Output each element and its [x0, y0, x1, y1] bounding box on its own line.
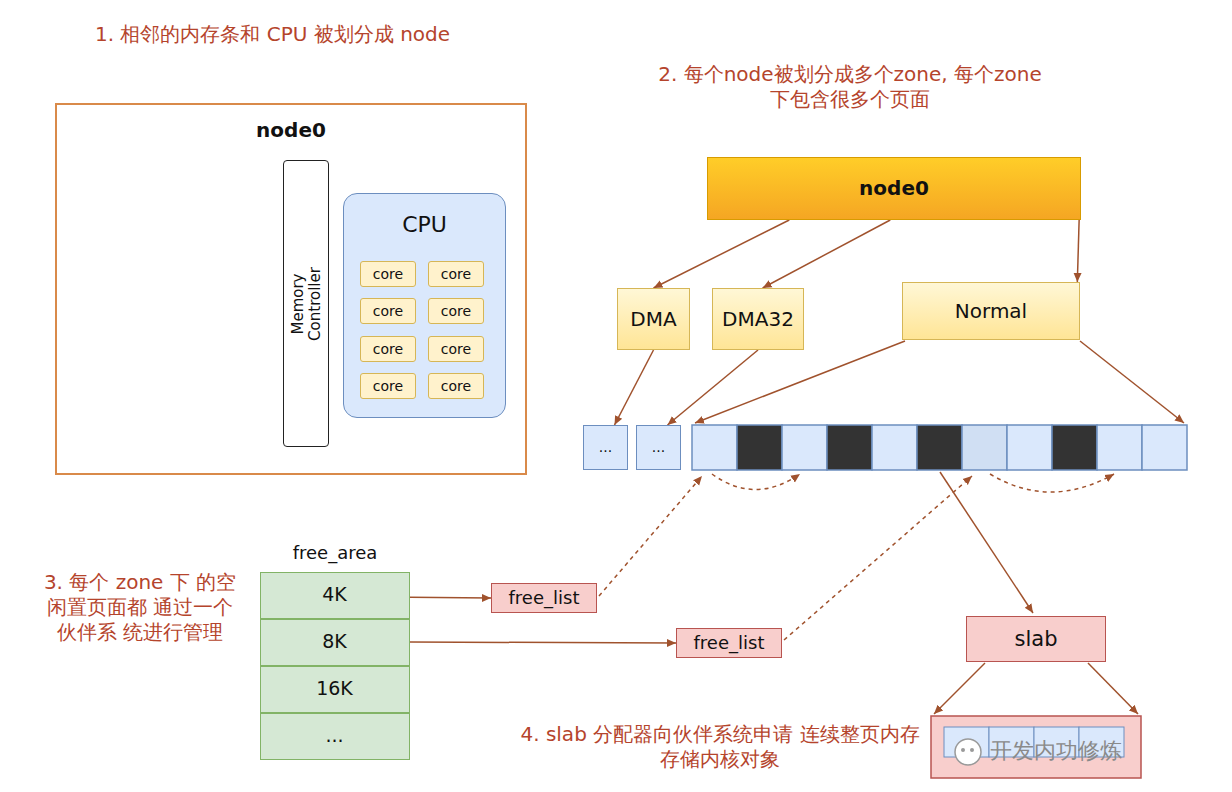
node-label: ...: [599, 439, 612, 455]
node-label: core: [441, 341, 471, 357]
zone-box: Normal: [902, 282, 1080, 340]
zone-box: DMA: [617, 288, 690, 350]
callout-note: 4. slab 分配器向伙伴系统申请 连续整页内存存储内核对象: [520, 722, 920, 772]
node-label: 16K: [316, 678, 353, 700]
memory-controller: Memory Controller: [283, 160, 329, 447]
node-label: 8K: [322, 631, 347, 653]
free-area-cell: 4K: [260, 572, 410, 619]
node-label: 4K: [322, 584, 347, 606]
page-strip: [692, 425, 1187, 470]
node-heading: free_area: [241, 543, 429, 564]
core-box: core: [360, 298, 416, 324]
zone-box: DMA32: [712, 288, 804, 350]
node-label: core: [441, 266, 471, 282]
node-label: core: [373, 378, 403, 394]
watermark-icon: [955, 739, 981, 765]
callout-note: 3. 每个 zone 下 的空闲置页面都 通过一个伙伴系 统进行管理: [40, 570, 240, 645]
watermark: 开发内功修炼: [990, 736, 1160, 766]
node-label: slab: [1015, 627, 1058, 651]
node-label: core: [373, 341, 403, 357]
callout-note: 2. 每个node被划分成多个zone, 每个zone下包含很多个页面: [650, 62, 1050, 112]
free-area-cell: ...: [260, 713, 410, 760]
node-label: core: [441, 378, 471, 394]
node-label: free_list: [509, 588, 580, 609]
node-heading: node0: [57, 119, 525, 142]
free-list-box: free_list: [676, 628, 782, 658]
connector-arrow: [654, 220, 790, 288]
node-label: free_list: [694, 633, 765, 654]
node-label: core: [441, 303, 471, 319]
free-list-box: free_list: [491, 583, 597, 613]
node-label: node0: [859, 177, 929, 200]
leader-lines: [599, 341, 1184, 714]
core-box: core: [428, 336, 484, 362]
node-bar: node0: [707, 157, 1081, 220]
connector-arrow: [1077, 220, 1079, 282]
node-frame: node0Memory Controller CPU core core core cor…: [55, 103, 527, 475]
node-label: ...: [325, 725, 343, 747]
node-label: Memory Controller: [290, 244, 323, 364]
page-cell: ...: [636, 425, 681, 470]
node-label: DMA: [630, 308, 676, 331]
connector-arrow: [668, 350, 759, 425]
node-label: ...: [652, 439, 665, 455]
node-label: core: [373, 266, 403, 282]
connector-arrow: [763, 220, 891, 288]
free-area-cell: 8K: [260, 619, 410, 666]
core-box: core: [360, 261, 416, 287]
page-cell: ...: [583, 425, 628, 470]
node-label: core: [373, 303, 403, 319]
core-box: core: [428, 261, 484, 287]
core-box: core: [428, 373, 484, 399]
core-box: core: [428, 298, 484, 324]
free-area-column: free_area4K8K16K...: [260, 572, 410, 760]
core-box: core: [360, 336, 416, 362]
node-heading: CPU: [344, 212, 505, 237]
slab-box: slab: [966, 616, 1106, 662]
core-box: core: [360, 373, 416, 399]
callout-note: 1. 相邻的内存条和 CPU 被划分成 node: [95, 22, 615, 47]
cpu-box: CPU core core core core core core core core: [343, 193, 506, 418]
connector-arrow: [615, 350, 654, 425]
node-label: Normal: [955, 300, 1027, 323]
node-label: DMA32: [722, 308, 794, 331]
free-area-cell: 16K: [260, 666, 410, 713]
connector-arrow: [410, 642, 677, 643]
connector-arrow: [410, 597, 492, 599]
